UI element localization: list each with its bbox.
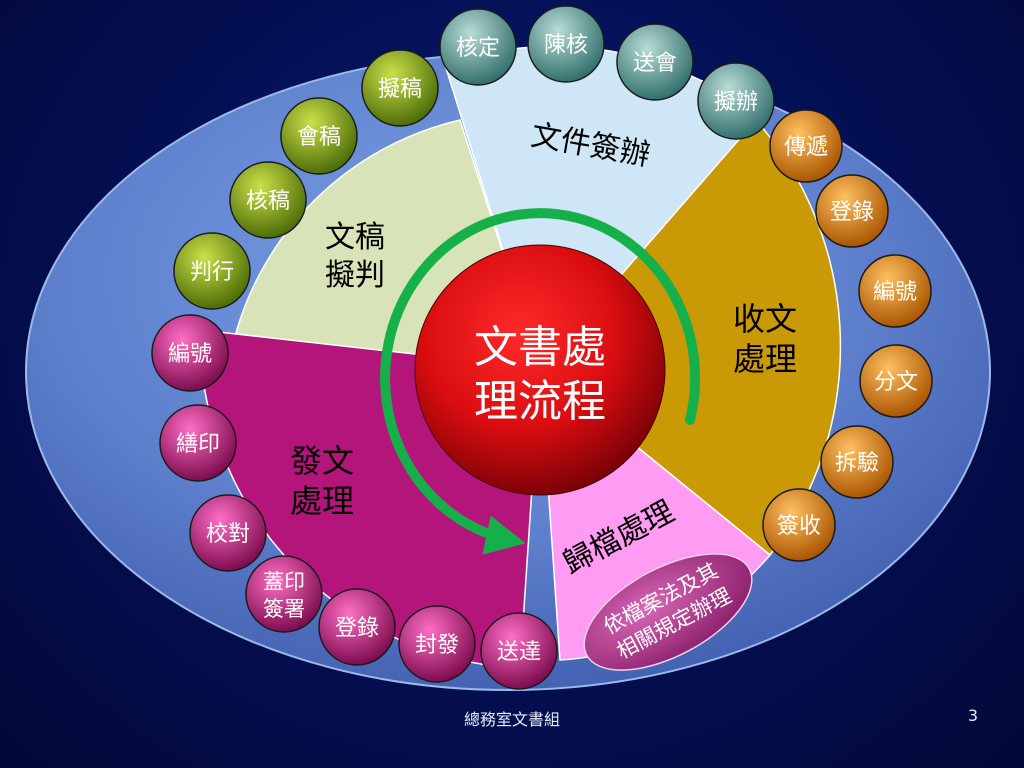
step-node: 編號 (858, 254, 932, 328)
archive-note-ellipse (583, 553, 753, 671)
step-node-label: 繕印 (176, 432, 220, 457)
step-node: 簽收 (762, 488, 836, 562)
step-node-label: 簽收 (777, 514, 821, 539)
step-node-label: 傳遞 (784, 135, 828, 160)
step-node-label: 送會 (633, 51, 677, 76)
center-title-line2: 理流程 (474, 376, 606, 427)
step-node-circle (173, 232, 251, 310)
sector-label-dispatch-line2: 處理 (290, 482, 354, 520)
sector-label-drafting-line1: 文稿 (325, 220, 385, 255)
step-node: 判行 (173, 232, 251, 310)
step-node-circle (762, 488, 836, 562)
step-node-label: 分文 (874, 370, 918, 395)
step-node-circle (815, 174, 889, 248)
step-node-label: 送達 (497, 640, 541, 665)
cycle-arrow (380, 208, 701, 555)
step-node-label: 核定 (456, 36, 500, 61)
step-node-circle (697, 62, 775, 140)
step-node: 傳遞 (769, 109, 843, 183)
step-node-label: 簽署 (263, 597, 305, 621)
step-node: 封發 (398, 605, 476, 683)
step-node-circle (858, 254, 932, 328)
step-node-label: 校對 (206, 522, 250, 547)
step-node: 會稿 (280, 97, 358, 175)
step-node-circle (398, 605, 476, 683)
step-node-label: 會稿 (297, 125, 341, 150)
step-node: 核定 (439, 8, 517, 86)
step-node-label: 拆驗 (835, 451, 879, 476)
step-node: 拆驗 (820, 425, 894, 499)
step-node: 登錄 (318, 588, 396, 666)
step-node-circle (229, 161, 307, 239)
sector-label-dispatch-line1: 發文 (290, 442, 354, 480)
step-node-label: 核稿 (246, 189, 290, 214)
step-node-circle (527, 5, 605, 83)
step-node: 送會 (616, 23, 694, 101)
step-node-circle (361, 49, 439, 127)
sector-label-receiving-line2: 處理 (733, 340, 797, 378)
step-node: 擬稿 (361, 49, 439, 127)
step-node-circle (159, 404, 237, 482)
step-node: 陳核 (527, 5, 605, 83)
sector-label-receiving-line1: 收文 (733, 300, 797, 338)
step-node: 送達 (480, 612, 558, 690)
step-node: 擬辦 (697, 62, 775, 140)
step-node: 登錄 (815, 174, 889, 248)
step-node-label: 登錄 (830, 200, 874, 225)
step-node-circle (151, 314, 229, 392)
step-node-label: 判行 (190, 260, 234, 285)
center-circle (414, 244, 666, 496)
step-node-label: 擬稿 (378, 77, 422, 102)
step-node-label: 陳核 (544, 33, 588, 58)
footer-page-number: 3 (967, 706, 978, 725)
step-nodes: 核定陳核送會擬辦傳遞登錄編號分文拆驗簽收送達封發登錄蓋印簽署校對繕印編號判行核稿… (151, 5, 933, 690)
step-node-circle (769, 109, 843, 183)
step-node-label: 登錄 (335, 616, 379, 641)
step-node-circle (280, 97, 358, 175)
step-node: 繕印 (159, 404, 237, 482)
step-node-circle (820, 425, 894, 499)
step-node-label: 擬辦 (714, 90, 758, 115)
step-node-label: 編號 (873, 280, 917, 305)
step-node: 核稿 (229, 161, 307, 239)
step-node-circle (439, 8, 517, 86)
step-node: 分文 (859, 344, 933, 418)
step-node-label: 封發 (415, 633, 459, 658)
step-node: 校對 (189, 494, 267, 572)
step-node-circle (318, 588, 396, 666)
footer-organization: 總務室文書組 (463, 710, 560, 729)
step-node-circle (859, 344, 933, 418)
step-node-circle (480, 612, 558, 690)
step-node-circle (245, 555, 323, 633)
step-node: 編號 (151, 314, 229, 392)
step-node-circle (616, 23, 694, 101)
sector-label-drafting-line2: 擬判 (325, 258, 385, 293)
step-node-label: 編號 (168, 342, 212, 367)
step-node-circle (189, 494, 267, 572)
center-title-line1: 文書處 (474, 322, 606, 373)
step-node-label: 蓋印 (263, 570, 305, 594)
